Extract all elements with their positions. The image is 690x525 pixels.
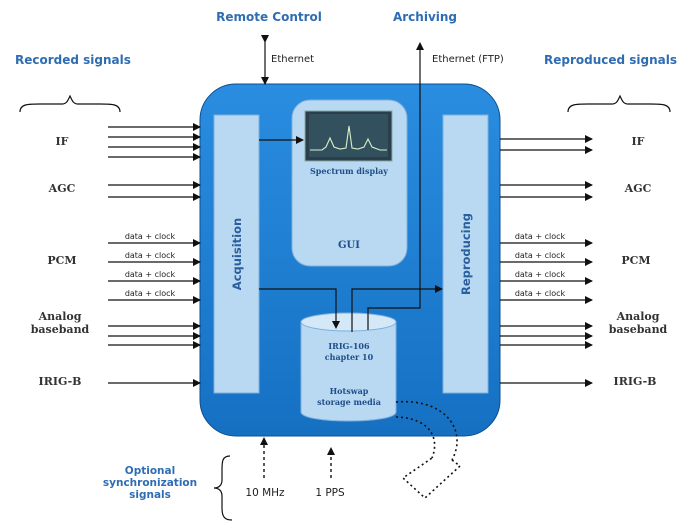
acq-to-storage-arrow: [259, 288, 340, 329]
output-label-agc: AGC: [624, 182, 652, 195]
output-data-clock-label: data + clock: [515, 232, 566, 241]
acquisition-label: Acquisition: [230, 218, 244, 290]
output-data-clock-label: data + clock: [515, 289, 566, 298]
hotswap-curve-outer: [395, 400, 458, 461]
ethernet-label: Ethernet: [271, 54, 314, 65]
recorded-signals-heading: Recorded signals: [15, 53, 131, 67]
sync-brace: [213, 455, 233, 521]
storage-line-2: chapter 10: [325, 352, 374, 362]
output-label-if: IF: [632, 135, 645, 148]
sync-line-3: signals: [129, 489, 171, 501]
output-label-irig-b: IRIG-B: [614, 375, 657, 388]
input-label-agc: AGC: [48, 182, 76, 195]
input-label-baseband: baseband: [31, 323, 90, 336]
sync-1pps-label: 1 PPS: [315, 487, 345, 499]
ethernet-ftp-arrow: [367, 42, 424, 330]
spectrum-trace: [310, 125, 387, 151]
input-label-analog: Analog: [38, 310, 82, 323]
storage-line-1: IRIG-106: [328, 341, 370, 351]
hotswap-curve-inner: [395, 416, 436, 459]
remote-control-heading: Remote Control: [216, 10, 322, 24]
archiving-heading: Archiving: [393, 10, 457, 24]
input-label-pcm: PCM: [47, 254, 76, 267]
output-label-analog: Analog: [616, 310, 660, 323]
storage-cylinder-body: [300, 322, 397, 422]
output-label-baseband: baseband: [609, 323, 668, 336]
storage-line-4: storage media: [317, 397, 381, 407]
sync-line-2: synchronization: [103, 477, 197, 489]
storage-line-3: Hotswap: [330, 386, 369, 396]
storage-to-repro-arrow: [351, 285, 443, 332]
storage-cylinder-top: [300, 312, 397, 332]
input-data-clock-label: data + clock: [125, 289, 176, 298]
reproduced-brace: [567, 94, 671, 113]
output-data-clock-label: data + clock: [515, 251, 566, 260]
output-data-clock-label: data + clock: [515, 270, 566, 279]
input-label-irig-b: IRIG-B: [39, 375, 82, 388]
input-label-if: IF: [56, 135, 69, 148]
sync-line-1: Optional: [125, 465, 175, 477]
input-arrows: [108, 123, 201, 387]
input-data-clock-label: data + clock: [125, 251, 176, 260]
output-arrows: [500, 135, 593, 387]
hotswap-arrowhead: [401, 457, 462, 500]
sync-10mhz-label: 10 MHz: [245, 487, 285, 499]
acquisition-panel: [213, 114, 260, 394]
spectrum-display-label: Spectrum display: [310, 166, 388, 176]
input-data-clock-label: data + clock: [125, 270, 176, 279]
input-data-clock-label: data + clock: [125, 232, 176, 241]
reproduced-signals-heading: Reproduced signals: [544, 53, 677, 67]
ethernet-ftp-label: Ethernet (FTP): [432, 54, 504, 65]
output-label-pcm: PCM: [621, 254, 650, 267]
reproducing-panel: [442, 114, 489, 394]
reproducing-label: Reproducing: [459, 213, 473, 295]
gui-label: GUI: [338, 240, 360, 251]
recorded-brace: [19, 94, 121, 113]
